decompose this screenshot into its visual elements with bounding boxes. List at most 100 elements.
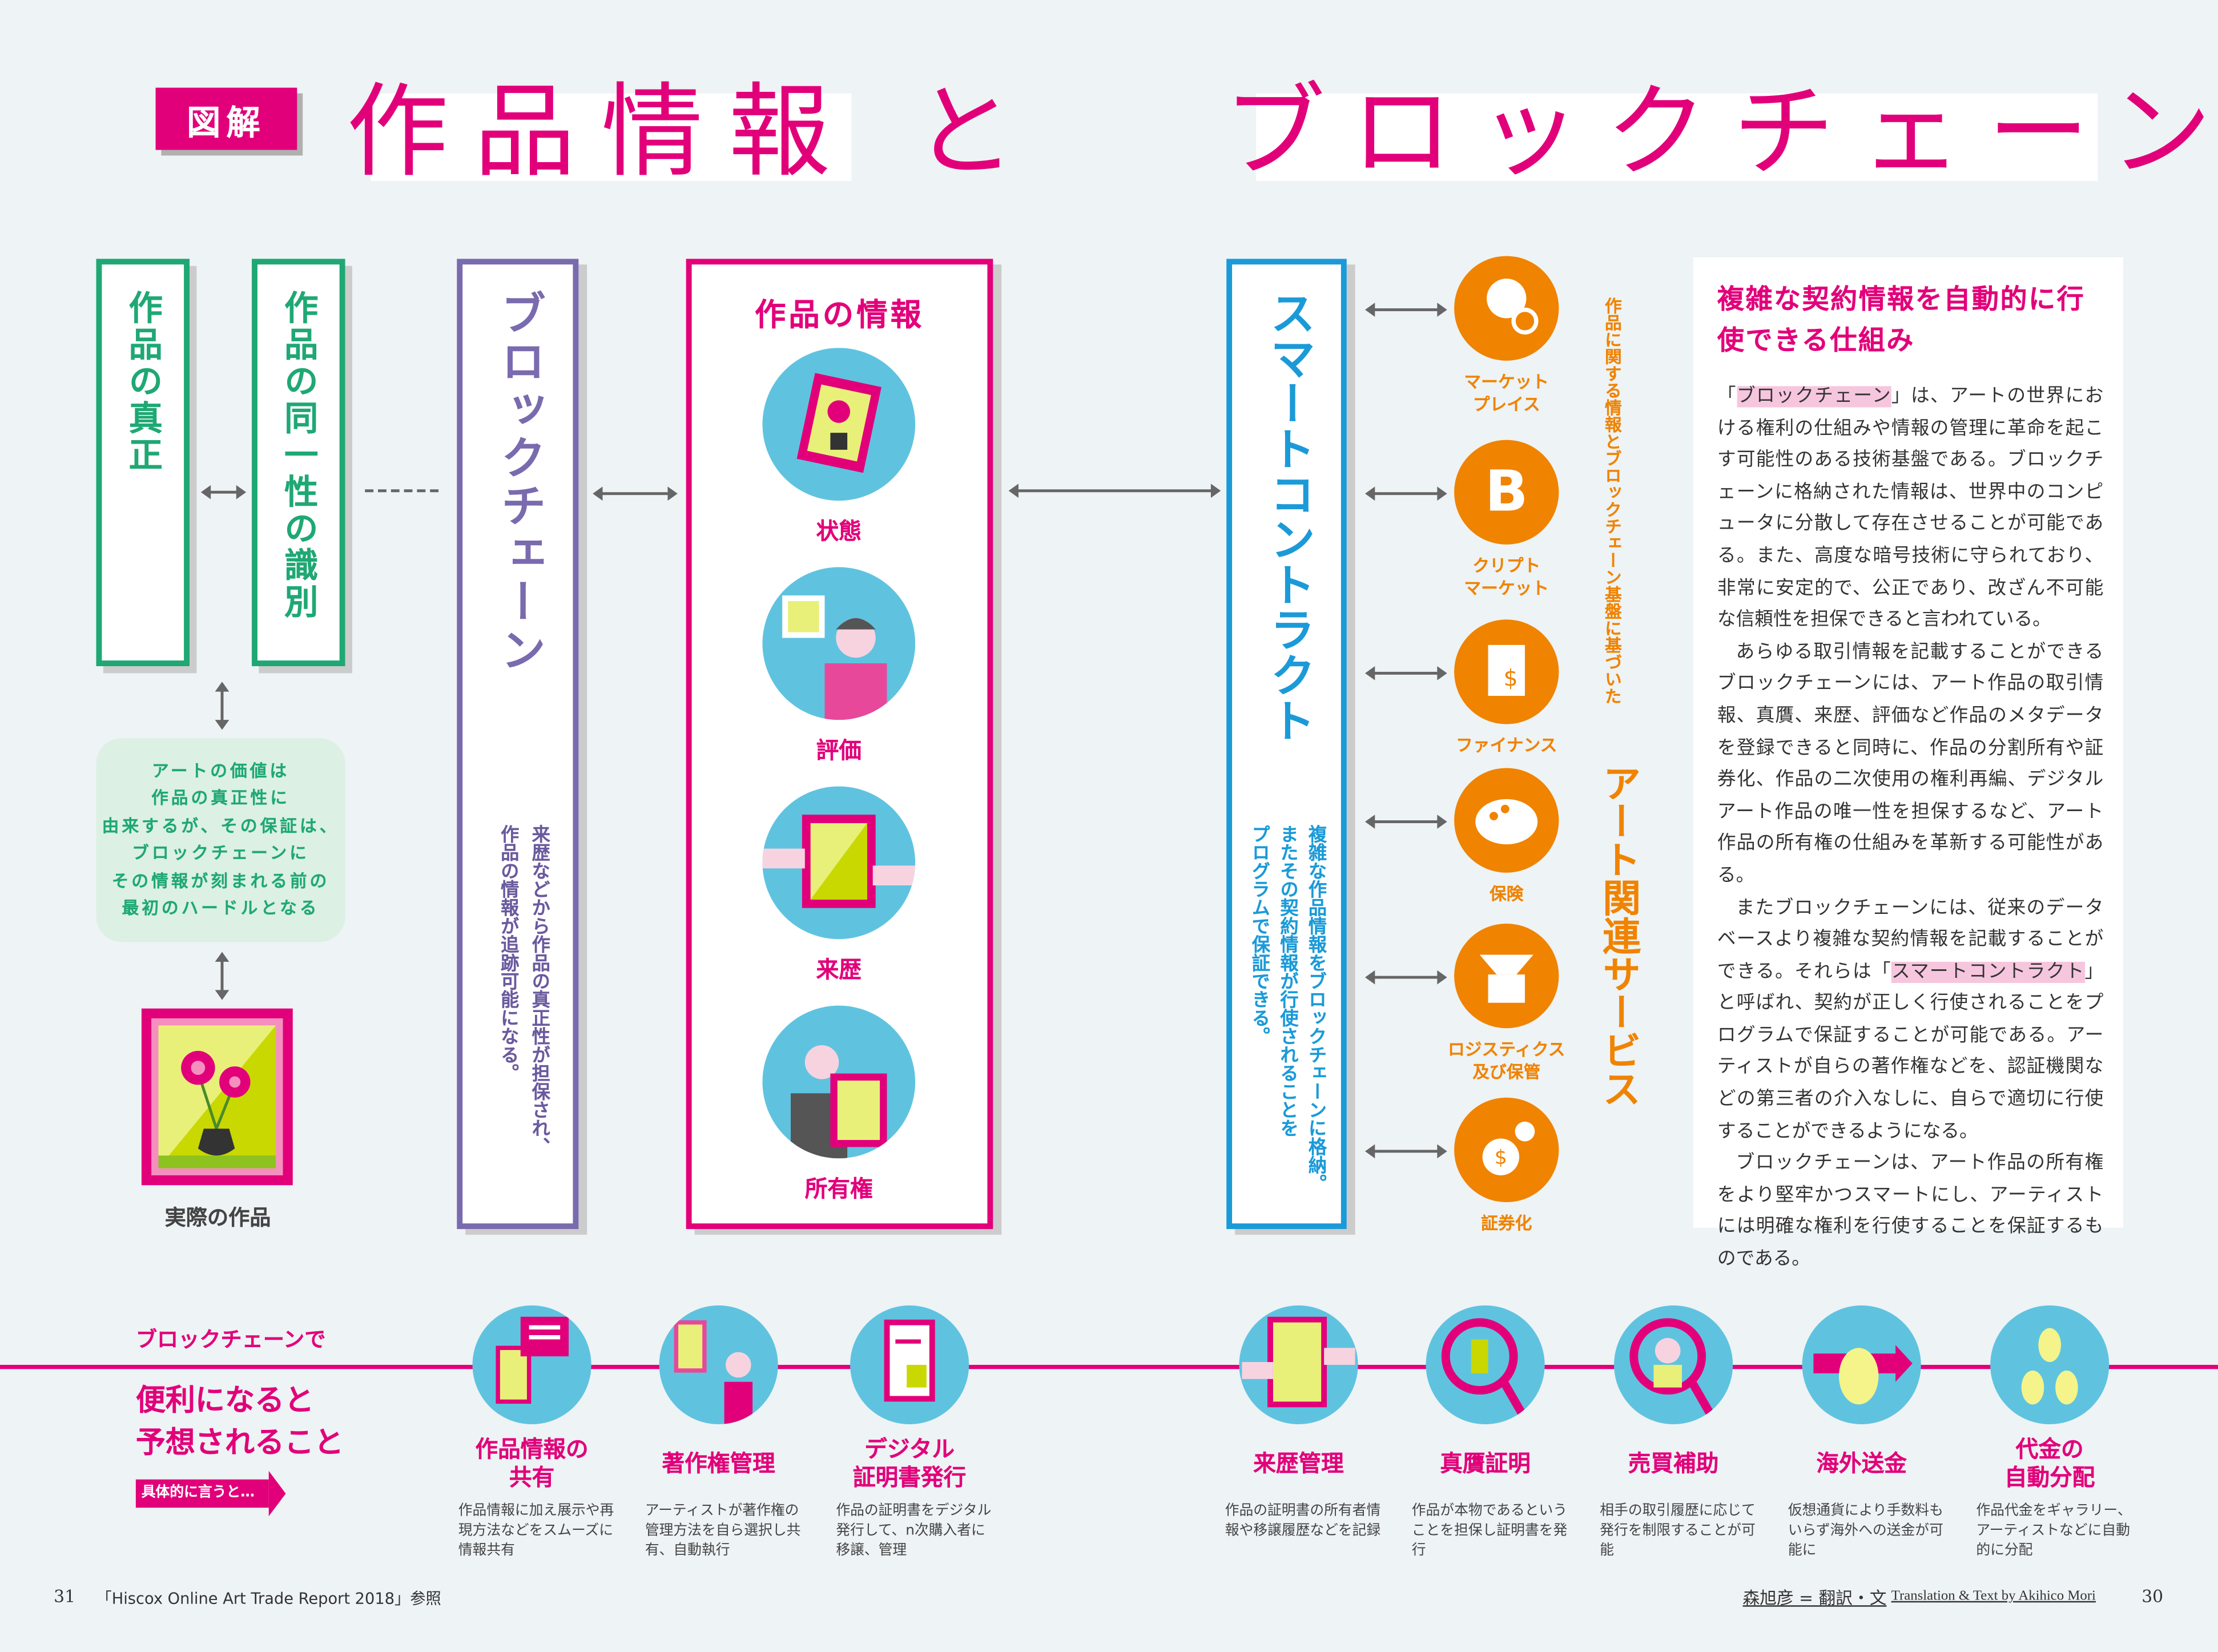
- artist-icon: [659, 1305, 778, 1425]
- svg-text:B: B: [1485, 458, 1528, 524]
- heading-line: 予想されること: [135, 1425, 344, 1460]
- artwork-illustration: [141, 1008, 293, 1186]
- money-bag-arrow-icon: [1802, 1305, 1921, 1425]
- authenticity-box: 作品の真正: [96, 259, 190, 666]
- coins-search-icon: [1454, 256, 1559, 361]
- double-arrow-icon: [1364, 970, 1447, 985]
- service-label: 保険: [1489, 884, 1524, 904]
- work-info-title: 作品の情報: [754, 298, 925, 334]
- double-arrow-icon: [1364, 815, 1447, 829]
- services-title: アート関連サービス: [1595, 763, 1640, 1108]
- text: 」と呼ばれ、契約が正しく行使されることをプログラムで保証することが可能である。ア…: [1717, 961, 2104, 1143]
- service-label: 証券化: [1481, 1213, 1532, 1234]
- handover-icon: [762, 786, 916, 940]
- blockchain-title: ブロックチェーン: [493, 289, 548, 675]
- article-heading: 複雑な契約情報を自動的に行使できる仕組み: [1717, 284, 2086, 357]
- benefit-desc: 作品の証明書をデジタル発行して、n次購入者に移譲、管理: [836, 1503, 992, 1559]
- credit-en: Translation & Text by Akihico Mori: [1891, 1588, 2096, 1604]
- benefits-heading: 便利になると 予想されること: [136, 1379, 344, 1464]
- box-icon: [1454, 923, 1559, 1029]
- details-arrow-button[interactable]: 具体的に言うと…: [135, 1470, 286, 1517]
- document-dollar-icon: $: [1454, 619, 1559, 724]
- service-label: ファイナンス: [1456, 735, 1557, 756]
- magnifier-person-icon: [1614, 1305, 1733, 1425]
- benefit-desc: 仮想通貨により手数料もいらず海外への送金が可能に: [1788, 1503, 1943, 1559]
- vertical-arrow-icon: [215, 682, 230, 730]
- svg-text:$: $: [1495, 1146, 1507, 1169]
- gear-dollar-icon: $: [1454, 1097, 1559, 1203]
- palette-icon: [1454, 768, 1559, 873]
- article-body: 「ブロックチェーン」は、アートの世界における権利の仕組みや情報の管理に革命を起こ…: [1717, 382, 2103, 1276]
- double-arrow-icon: [1364, 666, 1447, 680]
- service-label: クリプト マーケット: [1464, 555, 1549, 599]
- title-underlay: [371, 93, 852, 182]
- benefit-title: 代金の 自動分配: [2004, 1435, 2095, 1491]
- title-underlay: [1256, 93, 2098, 182]
- double-arrow-icon: [1364, 303, 1447, 317]
- cta-label: 具体的に言うと…: [141, 1485, 255, 1501]
- desc-line: プログラムで保証できる。: [1247, 824, 1269, 1046]
- text: またブロックチェーンには、従来のデータベースより複雑な契約情報を記載することがで…: [1717, 897, 2104, 983]
- identity-box: 作品の同一性の識別: [252, 259, 345, 666]
- benefits-intro: ブロックチェーンで: [135, 1327, 326, 1352]
- dashed-arrow-icon: [365, 489, 439, 493]
- paragraph: あらゆる取引情報を記載することができるブロックチェーンには、アート作品の取引情報…: [1717, 642, 2104, 887]
- identity-label: 作品の同一性の識別: [277, 289, 318, 621]
- framed-flower-icon: [762, 348, 916, 501]
- article-panel: 複雑な契約情報を自動的に行使できる仕組み 「ブロックチェーン」は、アートの世界に…: [1693, 257, 2124, 1270]
- page-title-part2: ブロックチェーン: [1223, 72, 2218, 191]
- money-bags-icon: [1990, 1305, 2110, 1425]
- benefit-title: 来歴管理: [1253, 1449, 1344, 1477]
- double-arrow-icon: [593, 486, 678, 501]
- desc-line: またその契約情報が行使されることを: [1275, 824, 1298, 1138]
- paragraph: ブロックチェーンは、アート作品の所有権をより堅牢かつスマートにし、アーティストに…: [1717, 1153, 2104, 1271]
- benefit-title: 作品情報の 共有: [475, 1435, 589, 1491]
- authenticity-label: 作品の真正: [122, 289, 162, 474]
- note-line: 最初のハードルとなる: [122, 898, 320, 918]
- smart-contract-desc: 複雑な作品情報をブロックチェーンに格納。 またその契約情報が行使されることを プ…: [1243, 824, 1329, 1192]
- highlight: ブロックチェーン: [1736, 386, 1891, 408]
- handover-icon: [1239, 1305, 1358, 1425]
- benefit-desc: アーティストが著作権の管理方法を自ら選択し共有、自動執行: [645, 1503, 801, 1559]
- blockchain-box: ブロックチェーン 来歴などから作品の真正性が担保され、 作品の情報が追跡可能にな…: [457, 259, 579, 1230]
- benefit-title: 真贋証明: [1440, 1449, 1531, 1477]
- magnifier-frame-icon: [1426, 1305, 1545, 1425]
- source-note: 「Hiscox Online Art Trade Report 2018」参照: [96, 1589, 441, 1609]
- benefit-title: 著作権管理: [662, 1449, 775, 1477]
- note-line: アートの価値は: [152, 760, 290, 780]
- highlight: スマートコントラクト: [1891, 961, 2085, 983]
- diagram-badge: 図解: [155, 87, 297, 150]
- benefit-desc: 作品が本物であるということを担保し証明書を発行: [1411, 1503, 1568, 1559]
- paragraph: またブロックチェーンには、従来のデータベースより複雑な契約情報を記載することがで…: [1717, 893, 2103, 1149]
- page-number-right: 30: [2141, 1586, 2164, 1607]
- note-line: 由来するが、その保証は、: [102, 815, 340, 836]
- svg-text:$: $: [1504, 666, 1518, 692]
- desc-line: 複雑な作品情報をブロックチェーンに格納。: [1304, 824, 1326, 1192]
- value-note: アートの価値は 作品の真正性に 由来するが、その保証は、 ブロックチェーンに そ…: [96, 738, 345, 942]
- benefit-title: 売買補助: [1628, 1449, 1719, 1477]
- double-arrow-icon: [1008, 483, 1221, 498]
- chat-frame-icon: [472, 1305, 591, 1425]
- page-number-left: 31: [54, 1586, 76, 1607]
- desc-line: 作品の情報が追跡可能になる。: [496, 824, 518, 1082]
- note-line: 作品の真正性に: [151, 788, 290, 808]
- timeline-line: [0, 1364, 2218, 1369]
- benefit-title: デジタル 証明書発行: [853, 1435, 967, 1491]
- work-info-label: 評価: [816, 736, 862, 764]
- bitcoin-icon: B: [1454, 440, 1559, 545]
- service-label: マーケット プレイス: [1464, 372, 1549, 414]
- double-arrow-icon: [1364, 1144, 1447, 1159]
- text: 」は、アートの世界における権利の仕組みや情報の管理に革命を起こす可能性のある技術…: [1717, 386, 2104, 631]
- smart-contract-box: スマートコントラクト 複雑な作品情報をブロックチェーンに格納。 またその契約情報…: [1226, 259, 1347, 1230]
- benefit-desc: 作品の証明書の所有者情報や移譲履歴などを記録: [1225, 1503, 1381, 1539]
- note-line: ブロックチェーンに: [132, 843, 309, 863]
- paragraph: 「ブロックチェーン」は、アートの世界における権利の仕組みや情報の管理に革命を起こ…: [1717, 382, 2103, 638]
- double-arrow-icon: [1364, 486, 1447, 501]
- work-info-label: 状態: [816, 517, 862, 545]
- heading-line: 便利になると: [135, 1383, 315, 1417]
- double-arrow-icon: [200, 485, 247, 499]
- note-line: その情報が刻まれる前の: [111, 871, 330, 891]
- arrow-head-icon: [268, 1470, 286, 1517]
- service-label: ロジスティクス 及び保管: [1448, 1039, 1565, 1082]
- blockchain-desc: 来歴などから作品の真正性が担保され、 作品の情報が追跡可能になる。: [491, 824, 553, 1155]
